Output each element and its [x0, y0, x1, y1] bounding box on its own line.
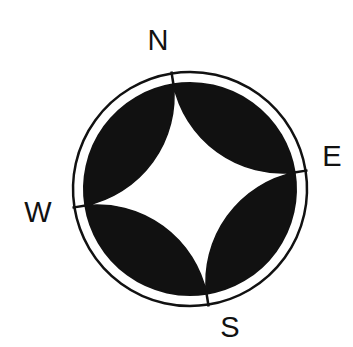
ring-divider	[206, 292, 208, 307]
star-shape	[69, 68, 312, 311]
compass-dial	[54, 53, 326, 325]
direction-label: N	[148, 26, 169, 55]
ring-divider	[293, 170, 308, 172]
direction-label: S	[220, 313, 239, 342]
ring-divider	[72, 205, 87, 207]
black-disc	[69, 68, 312, 311]
direction-label: E	[322, 142, 341, 171]
ring-divider	[171, 71, 173, 86]
outer-ring	[56, 55, 324, 323]
direction-label: W	[24, 198, 51, 227]
